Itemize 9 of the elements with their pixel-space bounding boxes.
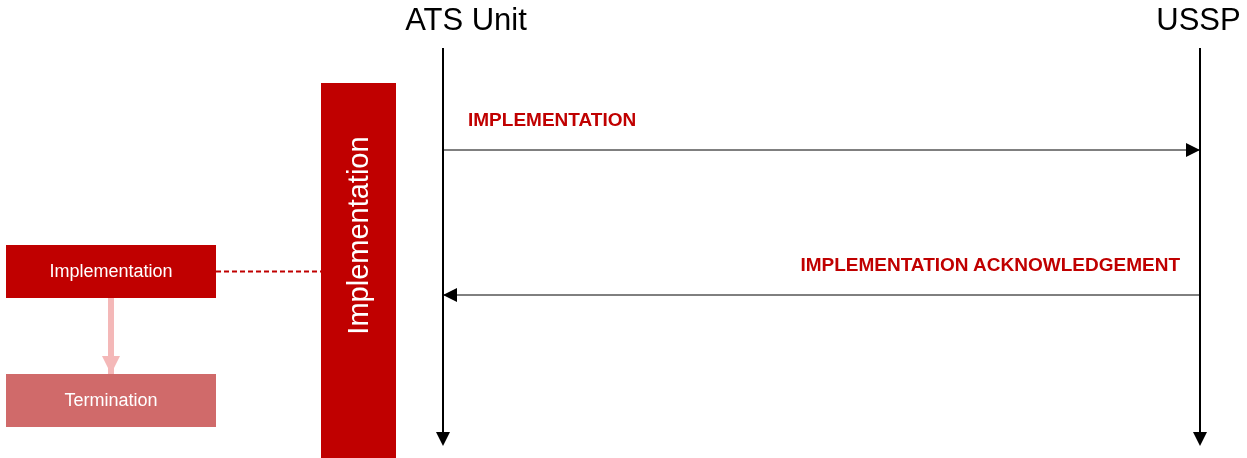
edge-label: IMPLEMENTATION: [468, 109, 637, 131]
phase-title: Implementation: [342, 136, 375, 335]
phase-box: Termination: [6, 374, 216, 427]
lifeline-header: USSP: [1156, 1, 1241, 39]
lifeline-header: ATS Unit: [405, 1, 527, 39]
arrow: [102, 298, 120, 374]
phase-box: Implementation: [6, 245, 216, 298]
edge-label: IMPLEMENTATION ACKNOWLEDGEMENT: [800, 254, 1180, 276]
phase-bar: [321, 83, 396, 458]
